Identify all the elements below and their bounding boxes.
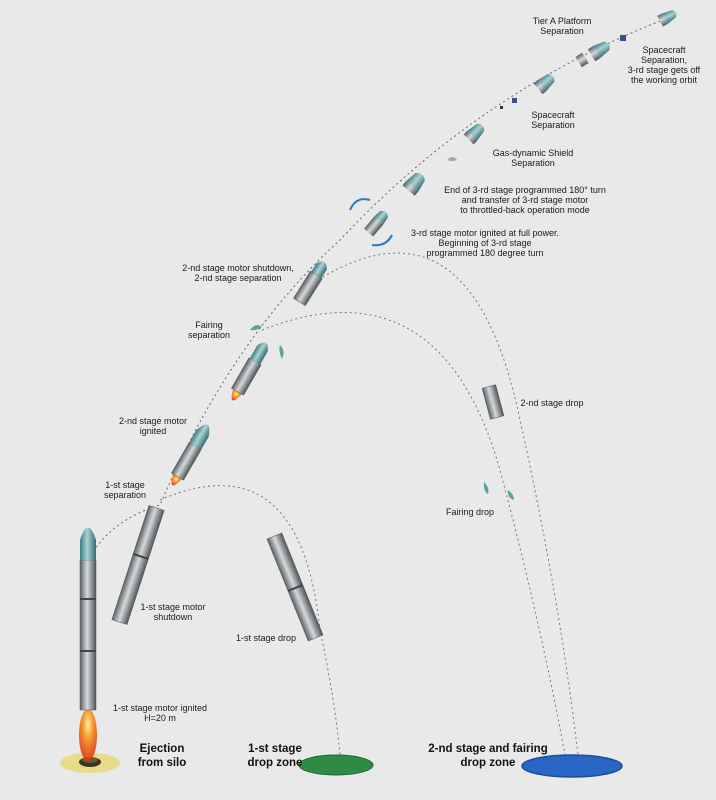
label-first-stage-separation: 1-st stage separation	[103, 480, 147, 500]
zone-label-silo: Ejection from silo	[137, 743, 187, 769]
dropped-first-stage	[266, 532, 324, 642]
zone-label-first-drop: 1-st stage drop zone	[247, 743, 303, 769]
spacecraft-separation-stage	[533, 74, 555, 95]
second-stage-drop-trajectory	[309, 252, 579, 756]
spacecraft-small-2	[500, 106, 503, 109]
rocket-fairing-separation	[231, 342, 268, 401]
dropped-fairing-right	[507, 490, 514, 500]
label-first-stage-shutdown: 1-st stage motor shutdown	[140, 602, 206, 622]
rocket-launch	[79, 527, 97, 711]
shield-fragment	[447, 157, 457, 161]
dropped-second-stage	[481, 384, 505, 420]
label-second-stage-ignited: 2-nd stage motor ignited	[118, 416, 188, 436]
label-fairing-drop: Fairing drop	[445, 507, 495, 517]
rocket-second-stage-ignited	[171, 424, 210, 486]
label-end-turn: End of 3-rd stage programmed 180° turn a…	[444, 185, 606, 215]
first-stage-shutdown-body	[111, 505, 165, 625]
fairing-half-left	[250, 325, 262, 331]
turn-arrow-top-icon	[349, 198, 371, 211]
label-second-stage-shutdown: 2-nd stage motor shutdown, 2-nd stage se…	[182, 263, 294, 283]
stage-leaving-orbit	[587, 41, 610, 62]
turn-arrow-bottom-icon	[371, 234, 393, 247]
stage-final	[657, 10, 677, 27]
first-stage-drop-zone	[298, 754, 374, 776]
fairing-half-right	[279, 345, 284, 359]
spacecraft-small-1	[512, 98, 517, 103]
gas-dynamic-shield-stage	[463, 123, 485, 145]
first-stage-drop-trajectory	[159, 485, 341, 756]
label-shield-separation: Gas-dynamic Shield Separation	[492, 148, 574, 168]
rocket-second-stage-shutdown	[293, 261, 327, 307]
label-first-stage-ignited: 1-st stage motor ignited H=20 m	[112, 703, 208, 723]
third-stage-throttled	[402, 172, 425, 196]
label-tier-a-separation: Tier A Platform Separation	[532, 16, 592, 36]
second-stage-drop-zone	[521, 754, 623, 778]
label-fairing-separation: Fairing separation	[187, 320, 231, 340]
tier-a-platform	[575, 52, 589, 68]
launch-flame	[79, 709, 97, 761]
label-spacecraft-separation: Spacecraft Separation	[531, 110, 575, 130]
dropped-fairing-left	[483, 482, 489, 494]
label-second-stage-drop: 2-nd stage drop	[520, 398, 584, 408]
label-first-stage-drop: 1-st stage drop	[235, 633, 297, 643]
label-third-stage-ignited: 3-rd stage motor ignited at full power. …	[410, 228, 560, 258]
fairing-drop-trajectory	[261, 312, 566, 756]
third-stage-turn	[363, 210, 388, 237]
label-spacecraft-separation-orbit: Spacecraft Separation, 3-rd stage gets o…	[627, 45, 701, 85]
spacecraft-separated	[620, 35, 626, 41]
zone-label-second-drop: 2-nd stage and fairing drop zone	[428, 743, 548, 769]
